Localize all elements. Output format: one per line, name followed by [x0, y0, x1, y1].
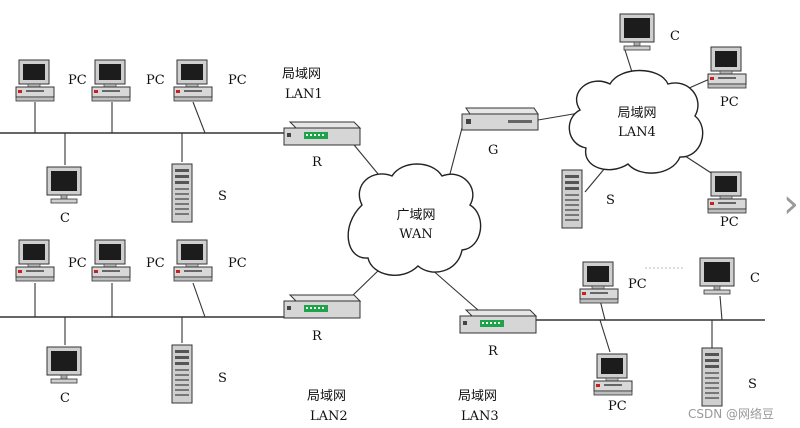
desktop-pc-icon [593, 353, 633, 396]
monitor-icon [699, 257, 735, 295]
pc-label: PC [68, 73, 87, 88]
server-label: S [218, 371, 227, 386]
desktop-pc-icon [707, 171, 747, 214]
lan2-id-label: LAN2 [310, 409, 348, 424]
lan2-name-label: 局域网 [307, 389, 346, 404]
desktop-pc-icon [91, 59, 131, 102]
tower-server-icon [701, 347, 723, 407]
tower-server-icon [561, 169, 583, 229]
monitor-icon [619, 13, 655, 51]
pc-label: PC [228, 256, 247, 271]
client-label: C [750, 271, 760, 286]
lan3-name-label: 局域网 [458, 389, 497, 404]
router-label: R [312, 155, 323, 170]
client-label: C [60, 211, 70, 226]
lan2-wires [34, 282, 206, 345]
lan4-cloud: 局域网 LAN4 [568, 69, 704, 174]
desktop-pc-icon [173, 59, 213, 102]
wan-id-label: WAN [399, 227, 432, 242]
router-icon [283, 121, 361, 146]
lan3-id-label: LAN3 [461, 409, 499, 424]
pc-label: PC [628, 277, 647, 292]
wan-name-label: 广域网 [396, 208, 435, 223]
server-label: S [218, 189, 227, 204]
pc-label: PC [720, 215, 739, 230]
desktop-pc-icon [15, 239, 55, 282]
desktop-pc-icon [707, 46, 747, 89]
tower-server-icon [171, 344, 193, 404]
client-label: C [60, 391, 70, 406]
lan3-wires [599, 295, 723, 353]
server-label: S [748, 377, 757, 392]
desktop-pc-icon [15, 59, 55, 102]
router-icon [459, 309, 537, 334]
pc-label: PC [68, 256, 87, 271]
pc-label: PC [146, 256, 165, 271]
wan-cloud: 广域网 WAN [347, 163, 482, 276]
pc-label: PC [608, 399, 627, 414]
desktop-pc-icon [579, 261, 619, 304]
monitor-icon [46, 166, 82, 204]
desktop-pc-icon [173, 239, 213, 282]
watermark: CSDN @网络豆 [688, 406, 774, 421]
desktop-pc-icon [91, 239, 131, 282]
router-label: R [488, 344, 499, 359]
pc-label: PC [146, 73, 165, 88]
gateway-label: G [488, 143, 498, 158]
lan1-name-label: 局域网 [282, 67, 321, 82]
lan4-id-label: LAN4 [618, 125, 656, 140]
lan1-wires [34, 101, 206, 165]
lan4-name-label: 局域网 [617, 106, 656, 121]
lan1-id-label: LAN1 [285, 87, 323, 102]
next-arrow-icon[interactable]: › [783, 181, 799, 227]
tower-server-icon [171, 163, 193, 223]
monitor-icon [46, 346, 82, 384]
client-label: C [670, 29, 680, 44]
pc-label: PC [720, 95, 739, 110]
router-icon [283, 294, 361, 319]
gateway-icon [461, 107, 539, 131]
router-label: R [312, 329, 323, 344]
pc-label: PC [228, 73, 247, 88]
server-label: S [606, 193, 615, 208]
